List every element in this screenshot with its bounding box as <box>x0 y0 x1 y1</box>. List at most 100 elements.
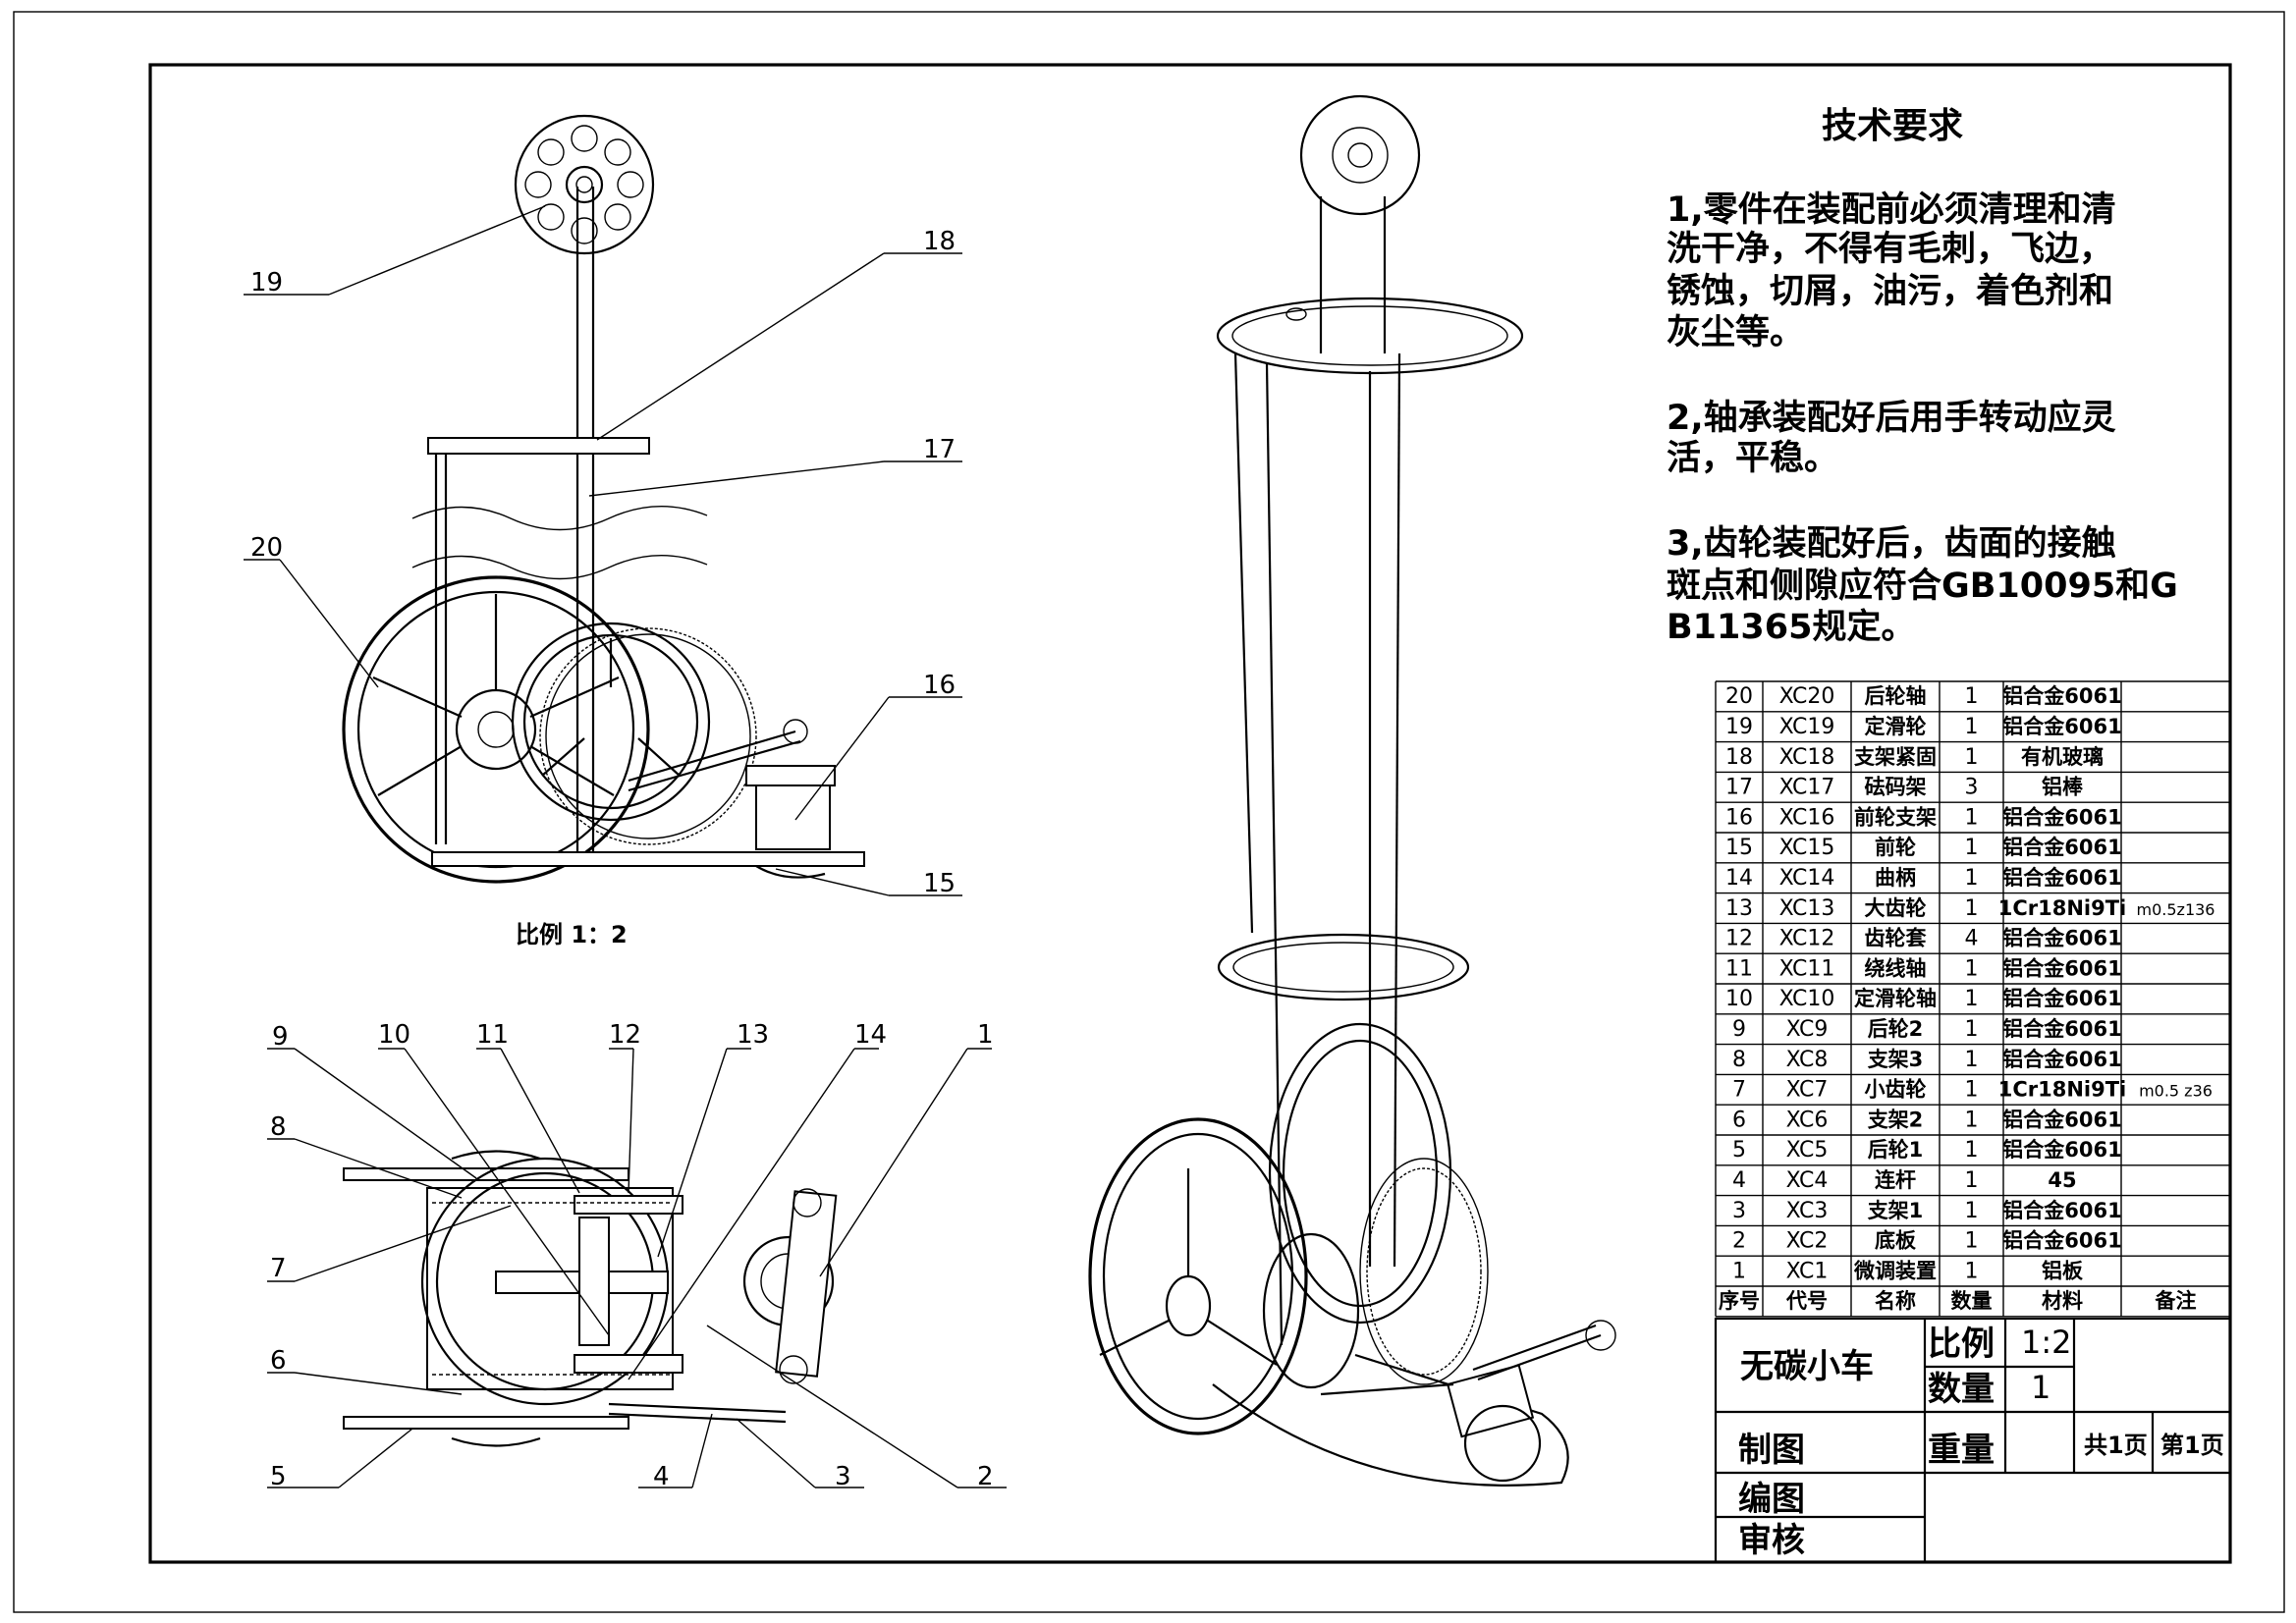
bom-cell: 1 <box>1965 836 1979 860</box>
callout-1: 1 <box>977 1020 994 1050</box>
bom-cell: m0.5z136 <box>2137 900 2215 919</box>
callout-17: 17 <box>923 435 956 464</box>
callout-13: 13 <box>737 1020 769 1050</box>
bom-cell: 齿轮套 <box>1865 927 1927 950</box>
bom-cell: XC3 <box>1786 1199 1829 1223</box>
bom-cell: XC8 <box>1786 1048 1829 1072</box>
bom-cell: 有机玻璃 <box>2021 745 2104 769</box>
bom-cell: 砝码架 <box>1865 776 1927 799</box>
qty-label: 数量 <box>1928 1370 1995 1409</box>
bom-cell: 1 <box>1965 866 1979 891</box>
bom-cell: 铝棒 <box>2042 776 2084 799</box>
title-block <box>1714 1317 2232 1564</box>
callout-5: 5 <box>270 1462 287 1491</box>
page-number: 第1页 <box>2160 1432 2224 1459</box>
scale-value: 1:2 <box>2021 1324 2072 1361</box>
bom-cell: 铝合金6061 <box>2002 684 2121 708</box>
bom-cell: 1 <box>1965 684 1979 709</box>
callout-11: 11 <box>476 1020 509 1050</box>
bom-cell: 后轮1 <box>1868 1138 1924 1162</box>
bom-cell: 19 <box>1725 715 1753 739</box>
bom-cell: 铝合金6061 <box>2002 1138 2121 1162</box>
bom-cell: 1 <box>1965 1108 1979 1132</box>
bom-cell: 4 <box>1965 927 1979 951</box>
callout-20: 20 <box>250 533 283 563</box>
bom-cell: 铝合金6061 <box>2002 927 2121 950</box>
tech-line-7: 3,齿轮装配好后，齿面的接触 <box>1667 524 2116 564</box>
bom-cell: 铝板 <box>2042 1259 2084 1282</box>
bom-cell: XC1 <box>1786 1259 1829 1283</box>
bom-cell: 16 <box>1725 805 1753 830</box>
checked-label: 审核 <box>1738 1521 1805 1560</box>
bom-cell: XC5 <box>1786 1138 1829 1163</box>
bom-cell: 铝合金6061 <box>2002 866 2121 890</box>
bom-cell: 1 <box>1965 1168 1979 1193</box>
bom-cell: 1 <box>1965 805 1979 830</box>
bom-cell: 17 <box>1725 776 1753 800</box>
bom-cell: 1 <box>1965 1017 1979 1042</box>
bom-header: 序号 <box>1719 1289 1760 1313</box>
bom-cell: 前轮 <box>1875 836 1916 859</box>
bom-cell: 1 <box>1965 745 1979 770</box>
bom-cell: 微调装置 <box>1853 1259 1937 1282</box>
bom-cell: 10 <box>1725 987 1753 1011</box>
tech-line-2: 洗干净，不得有毛刺，飞边， <box>1667 230 2113 269</box>
bom-cell: XC9 <box>1786 1017 1829 1042</box>
bom-cell: XC18 <box>1779 745 1835 770</box>
bom-cell: 铝合金6061 <box>2002 1229 2121 1253</box>
bom-cell: XC6 <box>1786 1108 1829 1132</box>
bom-cell: XC19 <box>1779 715 1835 739</box>
weight-label: 重量 <box>1928 1431 1995 1470</box>
callout-8: 8 <box>270 1112 287 1142</box>
bom-cell: 1 <box>1965 1229 1979 1254</box>
bom-cell: 铝合金6061 <box>2002 805 2121 829</box>
bom-cell: 绕线轴 <box>1865 956 1927 980</box>
bom-cell: 定滑轮轴 <box>1854 987 1937 1010</box>
bom-cell: 14 <box>1725 866 1753 891</box>
bom-cell: 后轮2 <box>1868 1017 1924 1041</box>
bom-cell: XC12 <box>1779 927 1835 951</box>
callout-14: 14 <box>854 1020 887 1050</box>
bom-cell: 15 <box>1725 836 1753 860</box>
callout-16: 16 <box>923 671 956 700</box>
bom-header: 数量 <box>1951 1289 1993 1313</box>
bom-cell: 铝合金6061 <box>2002 1108 2121 1131</box>
bom-header: 备注 <box>2155 1289 2197 1313</box>
isometric-view <box>1088 94 1616 1487</box>
bom-cell: 1 <box>1965 715 1979 739</box>
bom-cell: 1 <box>1965 987 1979 1011</box>
bom-cell: XC2 <box>1786 1229 1829 1254</box>
bom-cell: 1Cr18Ni9Ti <box>1998 1078 2127 1102</box>
total-pages: 共1页 <box>2084 1432 2148 1459</box>
bom-cell: 2 <box>1732 1229 1746 1254</box>
callout-7: 7 <box>270 1254 287 1283</box>
bom-cell: 18 <box>1725 745 1753 770</box>
callout-19: 19 <box>250 268 283 298</box>
bom-cell: XC13 <box>1779 896 1835 921</box>
bom-cell: XC11 <box>1779 956 1835 981</box>
top-view <box>343 1150 838 1447</box>
tech-line-3: 锈蚀，切屑，油污，着色剂和 <box>1667 272 2113 311</box>
tech-line-6: 活，平稳。 <box>1667 439 1838 478</box>
bom-cell: XC14 <box>1779 866 1835 891</box>
compiled-label: 编图 <box>1738 1480 1805 1519</box>
bom-cell: 曲柄 <box>1875 866 1916 890</box>
callout-15: 15 <box>923 869 956 898</box>
bom-cell: 20 <box>1725 684 1753 709</box>
bom-cell: 1 <box>1965 1048 1979 1072</box>
scale-label: 比例 <box>1928 1325 1995 1364</box>
bom-cell: 铝合金6061 <box>2002 836 2121 859</box>
bom-cell: 1 <box>1732 1259 1746 1283</box>
bom-cell: XC7 <box>1786 1078 1829 1103</box>
bom-cell: 1 <box>1965 1138 1979 1163</box>
callout-2: 2 <box>977 1462 994 1491</box>
bom-cell: 13 <box>1725 896 1753 921</box>
tech-line-4: 灰尘等。 <box>1667 313 1804 352</box>
tech-line-5: 2,轴承装配好后用手转动应灵 <box>1667 398 2116 438</box>
bom-cell: 1 <box>1965 896 1979 921</box>
outer-frame <box>13 11 2285 1613</box>
tech-line-9: B11365规定。 <box>1667 608 1915 647</box>
bom-cell: 小齿轮 <box>1865 1078 1927 1102</box>
drawn-label: 制图 <box>1738 1431 1805 1470</box>
bom-header: 名称 <box>1875 1289 1916 1313</box>
